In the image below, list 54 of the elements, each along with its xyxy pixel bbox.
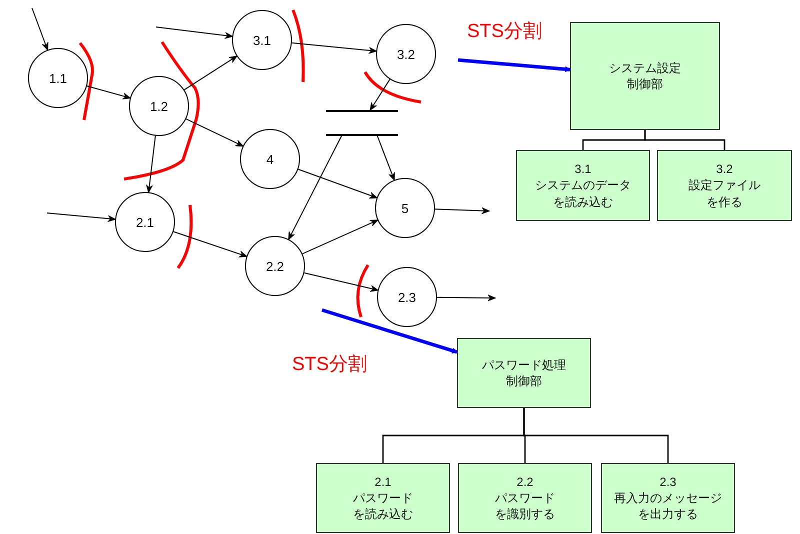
module-box (457, 338, 591, 408)
process-number: 2.2 (266, 258, 284, 274)
connector-line (644, 130, 726, 150)
module-name: 設定ファイルを作る (687, 177, 762, 210)
arrow (434, 207, 490, 214)
arrow (186, 118, 244, 147)
edge-label: STS分割 (467, 22, 542, 41)
module-box (657, 150, 792, 221)
module-number: 2.1 (374, 474, 392, 490)
arrow (146, 135, 156, 194)
process-number: 3.1 (252, 32, 272, 48)
module-box (601, 463, 735, 533)
data-store (326, 110, 398, 136)
edge-label: STS分割 (292, 355, 367, 374)
arrow (321, 308, 458, 354)
module-name: 再入力のメッセージを出力する (612, 490, 723, 522)
arrow (304, 272, 379, 292)
module-name: パスワードを読み込む (352, 490, 414, 522)
process-number: 3.2 (396, 46, 416, 62)
arrow (288, 134, 342, 240)
module-number: 2.3 (660, 474, 676, 490)
module-number: 2.2 (516, 474, 534, 490)
arrow (376, 134, 395, 181)
arrow (32, 8, 48, 51)
arrow (436, 294, 496, 302)
process-number: 2.3 (398, 290, 416, 304)
connector-line (523, 408, 669, 463)
module-box (316, 463, 450, 533)
process-number: 5 (401, 200, 409, 216)
arrow (184, 56, 238, 90)
module-name: パスワードを識別する (494, 490, 556, 522)
module-name: システムのデータを読み込む (534, 177, 632, 210)
module-box (516, 150, 650, 221)
arrow (156, 26, 234, 39)
module-number: 3.2 (716, 161, 733, 178)
arrow (46, 212, 116, 222)
module-name: システム設定制御部 (608, 60, 682, 92)
process-number: 2.1 (136, 214, 154, 230)
module-box (570, 22, 720, 130)
process-circle (129, 76, 189, 136)
arrow (86, 86, 132, 100)
arrow (458, 58, 570, 72)
process-number: 4 (266, 152, 274, 166)
module-box (458, 463, 592, 533)
arrow (172, 231, 248, 258)
module-name: パスワード処理制御部 (480, 356, 567, 390)
arrow (370, 78, 390, 111)
process-circle (28, 48, 88, 108)
arrow (302, 220, 379, 254)
arrow (298, 168, 378, 199)
process-number: 1.1 (48, 70, 68, 86)
process-number: 1.2 (150, 98, 168, 114)
module-number: 3.1 (574, 161, 592, 178)
arrow (291, 42, 378, 54)
